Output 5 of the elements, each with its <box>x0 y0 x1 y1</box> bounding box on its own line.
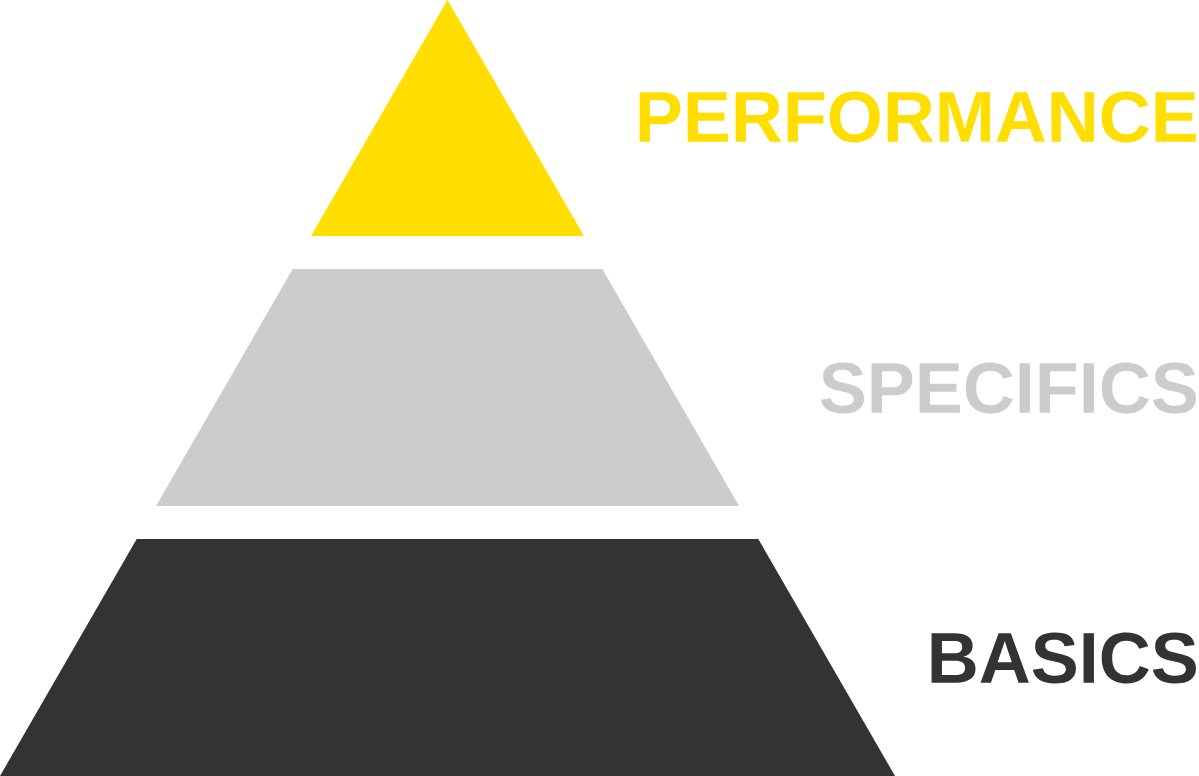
pyramid-tier <box>0 539 895 776</box>
pyramid-top <box>311 0 584 236</box>
tier-label: PERFORMANCE <box>639 91 1196 143</box>
pyramid-tier <box>156 269 739 506</box>
tier-label: BASICS <box>931 632 1196 684</box>
